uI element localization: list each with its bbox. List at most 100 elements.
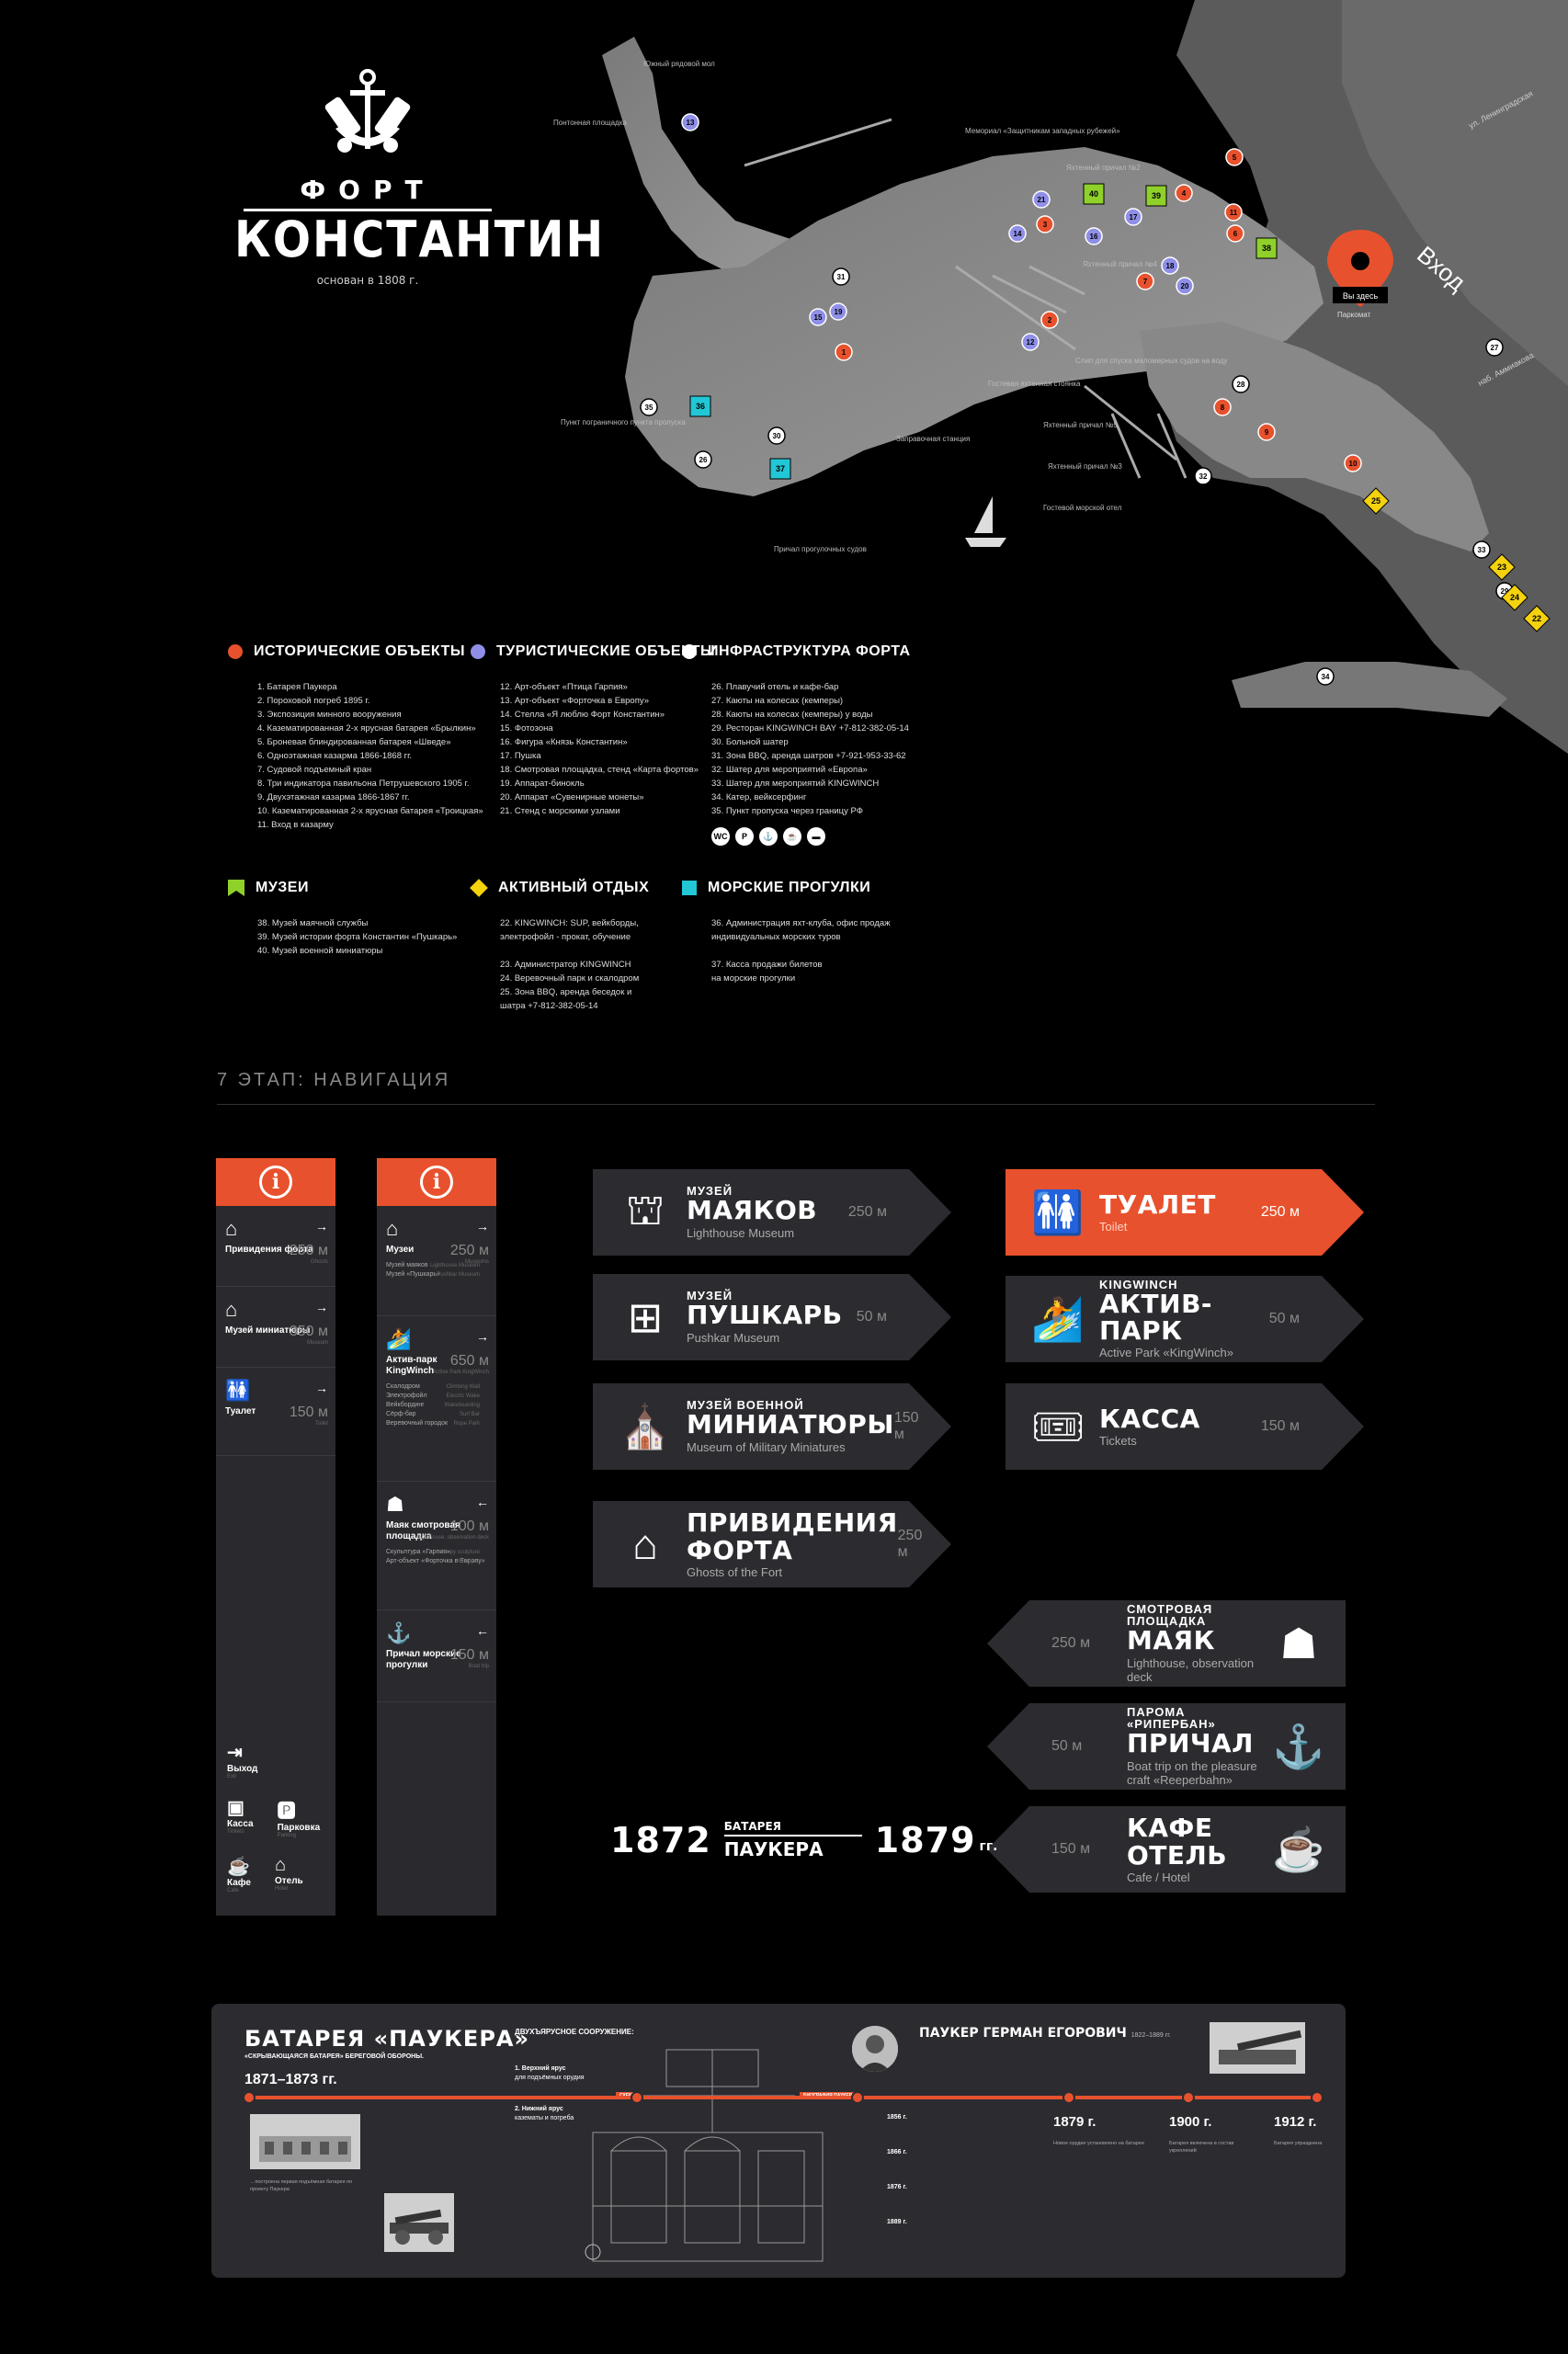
map-marker-37[interactable]: 37: [769, 458, 791, 480]
map-marker-17[interactable]: 17: [1124, 208, 1142, 226]
bio-date-2: 1866 г.: [887, 2149, 907, 2155]
map-marker-36[interactable]: 36: [689, 395, 711, 417]
caption-b: Новое орудие установлено на батарее: [1053, 2141, 1145, 2146]
map-marker-16[interactable]: 16: [1085, 227, 1103, 245]
map-marker-18[interactable]: 18: [1161, 256, 1179, 275]
wayfinding-sign[interactable]: 🎟 КАССА Tickets 150 м: [1006, 1383, 1364, 1470]
kassa-label-en: Tickets: [227, 1829, 244, 1835]
map-marker-11[interactable]: 11: [1224, 203, 1243, 222]
map-marker-7[interactable]: 7: [1136, 272, 1154, 290]
map-marker-33[interactable]: 33: [1472, 540, 1491, 559]
map-marker-22[interactable]: 22: [1523, 605, 1551, 632]
map-marker-38[interactable]: 38: [1256, 237, 1278, 259]
map-marker-23[interactable]: 23: [1488, 553, 1516, 581]
totem-detail-en: Electric Wake: [446, 1393, 480, 1399]
map-marker-8[interactable]: 8: [1213, 398, 1232, 416]
wayfinding-sign[interactable]: ⛪ МУЗЕЙ ВОЕННОЙ МИНИАТЮРЫ Museum of Mili…: [593, 1383, 951, 1470]
map-marker-24[interactable]: 24: [1501, 584, 1528, 611]
timeline-node[interactable]: [1311, 2091, 1324, 2104]
totem-distance: 250 м: [289, 1243, 328, 1258]
map-marker-32[interactable]: 32: [1194, 467, 1212, 485]
totem-b-item[interactable]: 🏄 → 650 м Active Park KingWinch Актив-па…: [377, 1316, 496, 1482]
arrow-left-icon: ←: [476, 1623, 489, 1638]
wayfinding-sign[interactable]: 50 м ПАРОМА «РИПЕРБАН» ПРИЧАЛ Boat trip …: [987, 1703, 1346, 1790]
map-marker-35[interactable]: 35: [640, 398, 658, 416]
timeline-node[interactable]: [243, 2091, 256, 2104]
timeline-node[interactable]: [1062, 2091, 1075, 2104]
totem-a-item[interactable]: ⌂ → 350 м Museum Музей миниатюры: [216, 1287, 335, 1368]
wayfinding-sign[interactable]: 250 м СМОТРОВАЯ ПЛОЩАДКА МАЯК Lighthouse…: [987, 1600, 1346, 1687]
legend-item: 9. Двухэтажная казарма 1866-1867 гг.: [257, 792, 410, 802]
exit-item[interactable]: ⇥ Выход Exit: [227, 1741, 324, 1780]
timeline-node[interactable]: [631, 2091, 643, 2104]
infra-service-icon: ⚓: [759, 827, 778, 846]
anchor-icon: ⚓: [386, 1621, 412, 1644]
map-marker-14[interactable]: 14: [1008, 224, 1027, 243]
map-marker-26[interactable]: 26: [694, 450, 712, 469]
fort-map[interactable]: 1234567891011121314151617181920212627282…: [515, 0, 1568, 754]
info-icon: i: [259, 1166, 292, 1199]
sign-distance: 250 м: [847, 1204, 887, 1220]
svg-text:1: 1: [842, 348, 846, 357]
map-marker-6[interactable]: 6: [1226, 224, 1244, 243]
map-marker-25[interactable]: 25: [1362, 487, 1390, 515]
map-label-border: Пункт пограничного пункта пропуска: [561, 418, 686, 426]
map-marker-27[interactable]: 27: [1485, 338, 1504, 357]
svg-text:5: 5: [1233, 154, 1237, 162]
map-marker-19[interactable]: 19: [829, 302, 847, 321]
wayfinding-sign[interactable]: 🏄 KINGWINCH АКТИВ-ПАРК Active Park «King…: [1006, 1276, 1364, 1362]
cafe-item[interactable]: ☕ Кафе Cafe: [227, 1855, 251, 1893]
totem-a: i ⌂ → 250 м Ghosts Привидения форта ⌂ → …: [216, 1158, 335, 1916]
map-marker-28[interactable]: 28: [1232, 375, 1250, 393]
totem-sub-en: Ghosts: [310, 1259, 328, 1265]
wayfinding-sign[interactable]: ⊞ МУЗЕЙ ПУШКАРЬ Pushkar Museum 50 м: [593, 1274, 951, 1360]
map-marker-3[interactable]: 3: [1036, 215, 1054, 233]
map-marker-40[interactable]: 40: [1083, 183, 1105, 205]
totem-b-item[interactable]: ☗ ← 100 м Lighthouse, observation deck М…: [377, 1482, 496, 1610]
hotel-item[interactable]: ⌂ Отель Hotel: [275, 1855, 303, 1893]
totem-a-item[interactable]: ⌂ → 250 м Ghosts Привидения форта: [216, 1206, 335, 1287]
legend-museums-title: МУЗЕИ: [256, 880, 309, 895]
map-marker-20[interactable]: 20: [1176, 277, 1194, 295]
wayfinding-sign[interactable]: ⌂ ПРИВИДЕНИЯ ФОРТА Ghosts of the Fort 25…: [593, 1501, 951, 1587]
legend-item: 29. Ресторан KINGWINCH BAY +7-812-382-05…: [711, 723, 909, 733]
map-marker-1[interactable]: 1: [835, 343, 853, 361]
timeline-node[interactable]: [851, 2091, 864, 2104]
map-marker-13[interactable]: 13: [681, 113, 699, 131]
sign-title: МИНИАТЮРЫ: [687, 1409, 894, 1440]
sign-distance: 150 м: [893, 1410, 919, 1442]
map-marker-2[interactable]: 2: [1040, 311, 1059, 329]
svg-text:19: 19: [835, 308, 843, 316]
map-marker-9[interactable]: 9: [1257, 423, 1276, 441]
map-marker-15[interactable]: 15: [809, 308, 827, 326]
timeline-node[interactable]: [1182, 2091, 1195, 2104]
map-marker-12[interactable]: 12: [1021, 333, 1040, 351]
parking-item[interactable]: 🅿 Парковка Parking: [278, 1796, 321, 1838]
totem-a-item[interactable]: 🚻 → 150 м Toilet Туалет: [216, 1368, 335, 1456]
map-marker-5[interactable]: 5: [1225, 148, 1244, 166]
sign-title: АКТИВ-ПАРК: [1099, 1288, 1213, 1346]
wayfinding-sign[interactable]: 🚻 ТУАЛЕТ Toilet 250 м: [1006, 1169, 1364, 1256]
map-marker-4[interactable]: 4: [1175, 184, 1193, 202]
map-marker-39[interactable]: 39: [1145, 185, 1167, 207]
wayfinding-sign[interactable]: 150 м КАФЕ ОТЕЛЬ Cafe / Hotel ☕: [987, 1806, 1346, 1893]
map-marker-10[interactable]: 10: [1344, 454, 1362, 472]
ghost-house-icon: ⌂: [632, 1520, 658, 1568]
you-are-here-pin[interactable]: Вы здесь: [1327, 230, 1393, 307]
wayfinding-sign[interactable]: ⛫ МУЗЕЙ МАЯКОВ Lighthouse Museum 250 м: [593, 1169, 951, 1256]
cafe-label-en: Cafe: [227, 1888, 239, 1893]
legend-item: 12. Арт-объект «Птица Гарпия»: [500, 682, 628, 692]
map-marker-34[interactable]: 34: [1316, 667, 1335, 686]
kassa-item[interactable]: ▣ Касса Tickets: [227, 1796, 254, 1838]
svg-text:12: 12: [1027, 338, 1035, 347]
map-marker-30[interactable]: 30: [767, 426, 786, 445]
sign-english: Lighthouse, observation deck: [1127, 1655, 1255, 1684]
map-marker-21[interactable]: 21: [1032, 190, 1051, 209]
map-marker-31[interactable]: 31: [832, 267, 850, 286]
totem-distance: 150 м: [449, 1647, 489, 1663]
totem-b-item[interactable]: ⚓ ← 150 м Boat trip Причал морские прогу…: [377, 1610, 496, 1702]
cafe-label: Кафе: [227, 1878, 251, 1888]
historic-dot-icon: [228, 644, 243, 659]
